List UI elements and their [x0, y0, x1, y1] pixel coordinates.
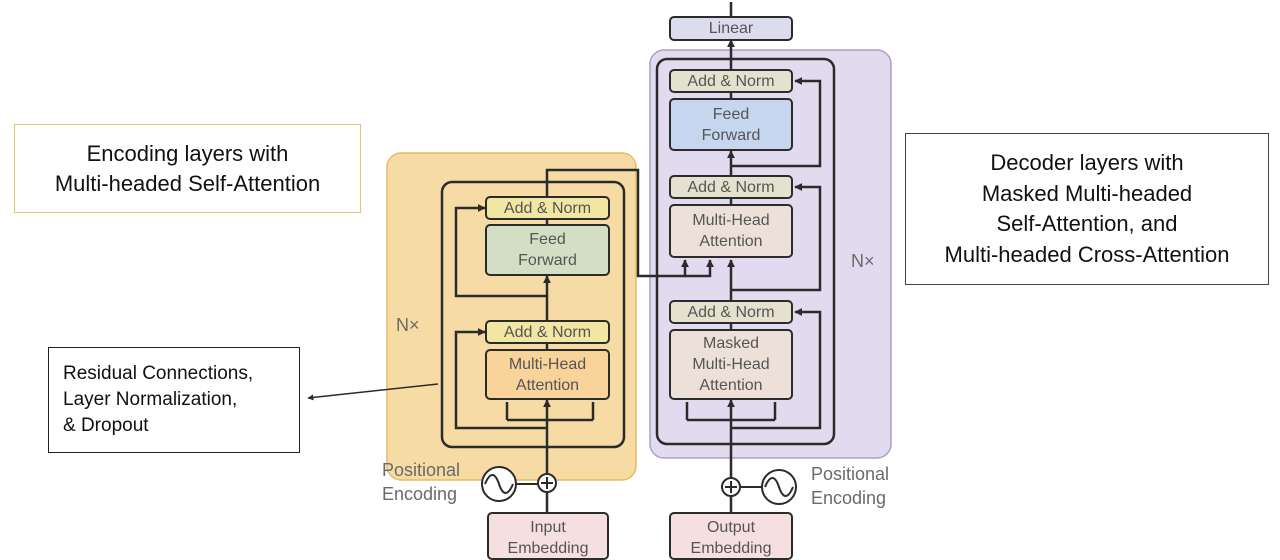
- encoder-repeat-label: N×: [396, 315, 420, 335]
- decoder-positional-encoding-label: Positional Encoding: [811, 464, 890, 508]
- encoder-to-decoder-link: [545, 168, 689, 278]
- encoder-positional-encoding-label: Positional Encoding: [382, 460, 461, 504]
- residual-annotation: Residual Connections, Layer Normalizatio…: [48, 347, 300, 453]
- decoder-add-norm-middle: Add & Norm: [669, 175, 793, 199]
- decoder-masked-attention: Masked Multi-Head Attention: [669, 329, 793, 400]
- decoder-annotation: Decoder layers with Masked Multi-headed …: [905, 133, 1269, 285]
- encoder-to-decoder-link-2: [685, 259, 714, 278]
- decoder-repeat-label: N×: [851, 251, 875, 271]
- encoder-annotation: Encoding layers with Multi-headed Self-A…: [14, 124, 361, 213]
- decoder-layer-outline: [655, 57, 836, 446]
- decoder-residual-middle: [731, 183, 822, 292]
- decoder-residual-upper: [731, 77, 822, 168]
- decoder-add-norm-bottom: Add & Norm: [669, 300, 793, 324]
- decoder-cross-attention: Multi-Head Attention: [669, 204, 793, 258]
- linear-block: Linear: [669, 16, 793, 41]
- encoder-add-norm-bottom: Add & Norm: [485, 320, 610, 344]
- encoder-multi-head-attention: Multi-Head Attention: [485, 349, 610, 400]
- encoder-feed-forward: Feed Forward: [485, 224, 610, 276]
- encoder-layer-outline: [440, 180, 626, 449]
- output-embedding: Output Embedding: [669, 512, 793, 560]
- encoder-add-norm-top: Add & Norm: [485, 196, 610, 220]
- decoder-sum-plus: [725, 481, 737, 493]
- decoder-residual-lower: [731, 308, 822, 430]
- decoder-feed-forward: Feed Forward: [669, 98, 793, 151]
- encoder-residual-lower: [454, 328, 547, 430]
- encoder-sine-wave: [484, 474, 514, 494]
- decoder-sine-wave: [764, 477, 794, 497]
- encoder-sum-plus: [541, 477, 553, 489]
- decoder-attention-fan: [685, 402, 777, 422]
- decoder-add-norm-top: Add & Norm: [669, 69, 793, 93]
- residual-pointer-arrow: [307, 383, 439, 401]
- encoder-residual-upper: [454, 204, 547, 298]
- encoder-attention-fan: [505, 402, 595, 422]
- input-embedding: Input Embedding: [487, 512, 609, 560]
